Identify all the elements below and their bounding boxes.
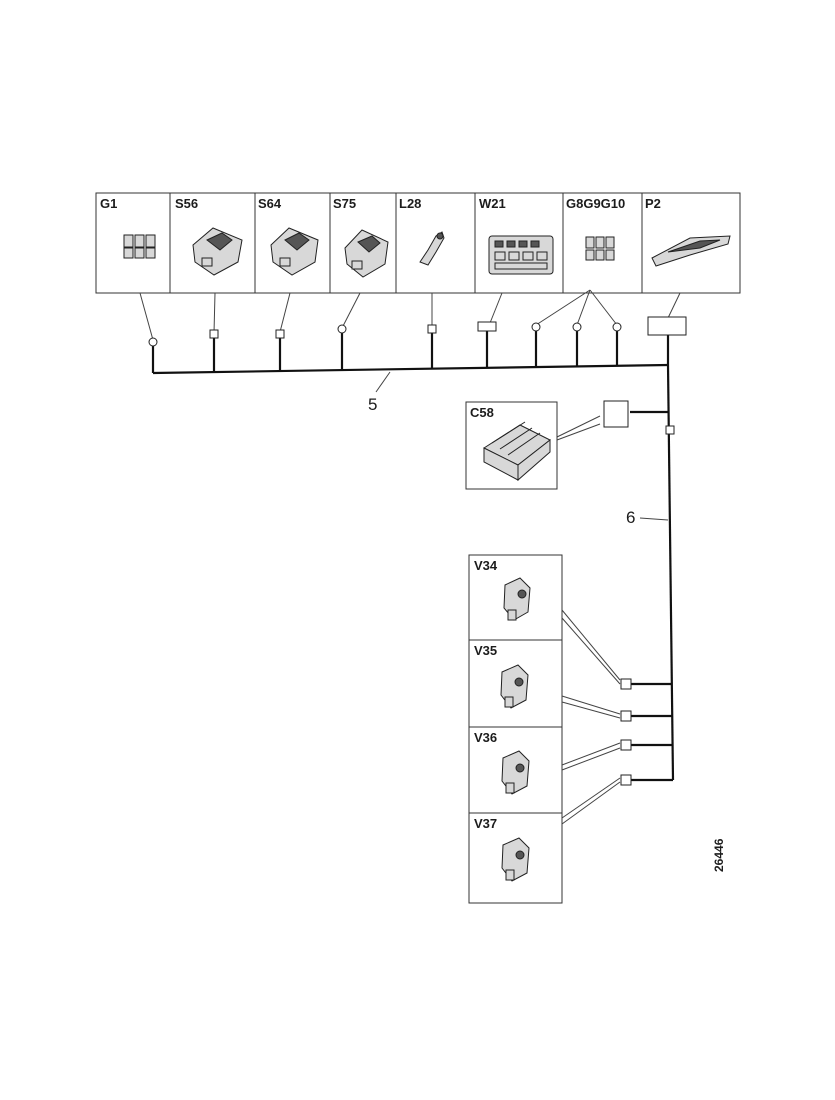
- component-label-g1: G1: [100, 196, 117, 211]
- component-label-v34: V34: [474, 558, 498, 573]
- motor-illustration: [501, 837, 530, 882]
- harness-6: 6: [556, 364, 675, 781]
- connector: [620, 774, 632, 786]
- motor-components-stack: V34 V35 V36 V37: [468, 554, 673, 904]
- component-label-v36: V36: [474, 730, 497, 745]
- connector: [531, 322, 541, 332]
- connector: [477, 321, 497, 332]
- top-row-frame: [95, 192, 741, 294]
- connector: [427, 324, 437, 334]
- component-label-s64: S64: [258, 196, 282, 211]
- control-unit-illustration: [482, 421, 551, 482]
- connector: [275, 329, 285, 339]
- component-label-p2: P2: [645, 196, 661, 211]
- lamp-illustration: [419, 231, 445, 266]
- switch-illustration: [192, 227, 243, 276]
- component-c58: C58: [465, 401, 558, 490]
- connector: [612, 322, 622, 332]
- connector: [620, 710, 632, 722]
- connector: [647, 316, 687, 336]
- component-label-v35: V35: [474, 643, 497, 658]
- panel-illustration: [651, 235, 731, 267]
- harness-6-label: 6: [626, 508, 635, 527]
- connector: [620, 678, 632, 690]
- switch-illustration: [270, 227, 319, 276]
- relay-block-illustration: [123, 234, 156, 259]
- connector: [603, 400, 629, 428]
- harness-5-label: 5: [368, 395, 377, 414]
- connector: [209, 329, 219, 339]
- motor-illustration: [501, 750, 530, 795]
- component-label-v37: V37: [474, 816, 497, 831]
- component-label-l28: L28: [399, 196, 421, 211]
- fuse-box-illustration: [488, 235, 554, 275]
- component-label-g8g9g10: G8G9G10: [566, 196, 625, 211]
- relay-block-illustration: [585, 236, 615, 261]
- motor-illustration: [503, 577, 531, 621]
- connector: [148, 337, 158, 347]
- component-label-c58: C58: [470, 405, 494, 420]
- connector: [572, 322, 582, 332]
- connector: [665, 425, 675, 435]
- figure-number: 26446: [712, 838, 726, 872]
- switch-illustration: [344, 229, 389, 278]
- component-label-s75: S75: [333, 196, 356, 211]
- component-label-w21: W21: [479, 196, 506, 211]
- harness-5: 5: [139, 289, 687, 414]
- motor-illustration: [500, 664, 529, 709]
- connector: [620, 739, 632, 751]
- component-label-s56: S56: [175, 196, 198, 211]
- connector: [337, 324, 347, 334]
- top-component-row: G1 S56 S64 S75 L28 W21 G8G9G10 P2: [95, 192, 741, 294]
